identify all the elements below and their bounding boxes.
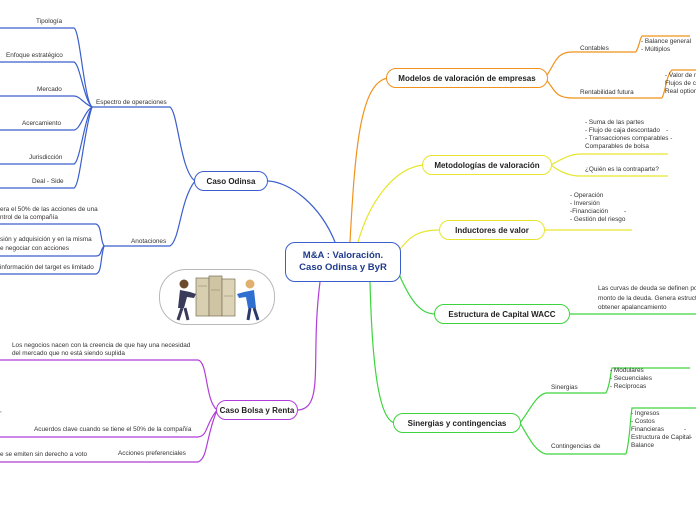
connector-bolsa xyxy=(297,281,321,411)
wacc-text: Las curvas de deuda se definen po xyxy=(598,285,696,292)
node-bolsa[interactable]: Caso Bolsa y Renta xyxy=(216,400,298,420)
contables-item: - Múltiplos xyxy=(641,46,671,53)
sinergia-item: - Recíprocas xyxy=(610,383,647,390)
anotacion-text: información del target es limitado xyxy=(0,264,94,271)
node-inductores[interactable]: Inductores de valor xyxy=(439,220,545,240)
contingencia-item: Financieras xyxy=(631,426,665,433)
rentabilidad-item: Flujos de ca xyxy=(665,80,696,87)
espectro-item[interactable]: Deal - Side xyxy=(32,178,64,185)
label-anotaciones[interactable]: Anotaciones xyxy=(131,238,167,245)
central-topic[interactable]: M&A : Valoración. Caso Odinsa y ByR xyxy=(285,242,401,282)
inductor-dash: - xyxy=(624,208,627,215)
espectro-item[interactable]: Jurisdicción xyxy=(29,154,63,161)
inductor-item: -Financiación xyxy=(570,208,609,215)
sinergia-item: - Secuenciales xyxy=(610,375,652,382)
central-topic-line2: Caso Odinsa y ByR xyxy=(299,262,387,273)
rentabilidad-item: - Valor de m xyxy=(665,72,696,79)
bolsa-emiten: e se emiten sin derecho a voto xyxy=(0,451,88,458)
node-sinergias[interactable]: Sinergias y contingencias xyxy=(393,413,521,433)
left-person-illustration xyxy=(176,279,196,321)
espectro-item[interactable]: Acercamiento xyxy=(22,120,62,127)
metodologia-item: Comparables de bolsa xyxy=(585,143,649,150)
anotacion-text: e negociar con acciones xyxy=(0,245,69,252)
espectro-item[interactable]: Tipología xyxy=(36,18,63,25)
sinergia-item: - Modulares xyxy=(610,367,644,374)
label-contingencias[interactable]: Contingencias de xyxy=(551,443,601,450)
connector-metodologias xyxy=(357,164,424,243)
label-contables[interactable]: Contables xyxy=(580,45,609,52)
node-wacc[interactable]: Estructura de Capital WACC xyxy=(434,304,570,324)
anotacion-text: ntrol de la compañía xyxy=(0,214,58,221)
paper-stack-illustration xyxy=(195,275,236,317)
bolsa-negocios: Los negocios nacen con la creencia de qu… xyxy=(12,342,191,349)
contingencia-dash: - xyxy=(690,434,693,441)
anotacion-text: sión y adquisición y en la misma xyxy=(0,236,92,243)
inductor-item: - Operación xyxy=(570,192,604,199)
label-contraparte[interactable]: ¿Quién es la contraparte? xyxy=(585,166,659,173)
bolsa-acuerdos[interactable]: Acuerdos clave cuando se tiene el 50% de… xyxy=(34,426,192,433)
label-rentabilidad[interactable]: Rentabilidad futura xyxy=(580,89,634,96)
espectro-item[interactable]: Enfoque estratégico xyxy=(6,52,63,59)
connector-sinergias xyxy=(369,281,396,424)
node-metodologias[interactable]: Metodologías de valoración xyxy=(422,155,552,175)
connector-odinsa xyxy=(267,180,336,243)
contingencia-item: - Ingresos xyxy=(631,410,660,417)
inductor-item: - Inversión xyxy=(570,200,600,207)
bolsa-acciones[interactable]: Acciones preferenciales xyxy=(118,450,186,457)
anotacion-text: era el 50% de las acciones de una xyxy=(0,206,98,213)
right-person-illustration xyxy=(237,279,260,321)
node-modelos[interactable]: Modelos de valoración de empresas xyxy=(386,68,548,88)
metodologia-item: - Transacciones comparables - xyxy=(585,135,673,142)
node-odinsa[interactable]: Caso Odinsa xyxy=(194,171,268,191)
connector-wacc xyxy=(397,271,436,315)
contingencia-dash: - xyxy=(684,426,687,433)
label-sinergias[interactable]: Sinergias xyxy=(551,384,578,391)
tug-of-war-illustration xyxy=(159,269,275,325)
contingencia-item: Estructura de Capital xyxy=(631,434,691,441)
metodologia-item: - Suma de las partes xyxy=(585,119,644,126)
espectro-item[interactable]: Mercado xyxy=(37,86,62,93)
metodologia-item: - Flujo de caja descontado xyxy=(585,127,660,134)
label-espectro[interactable]: Espectro de operaciones xyxy=(96,99,167,106)
wacc-text: monto de la deuda. Genera estruct xyxy=(598,295,696,302)
connector-modelos xyxy=(349,77,389,243)
contingencia-item: - Costos xyxy=(631,418,655,425)
wacc-text: obtener apalancamiento xyxy=(598,304,667,311)
contingencia-item: Balance xyxy=(631,442,655,449)
bolsa-negocios: del mercado que no está siendo suplida xyxy=(12,350,125,357)
rentabilidad-item: Real option xyxy=(665,88,696,95)
bolsa-stub: , xyxy=(0,407,2,414)
contables-item: - Balance general xyxy=(641,38,692,45)
connector-inductores xyxy=(397,229,441,253)
central-topic-line1: M&A : Valoración. xyxy=(302,250,384,261)
metodologia-dash: - xyxy=(666,127,669,134)
inductor-item: - Gestión del riesgo xyxy=(570,216,626,223)
